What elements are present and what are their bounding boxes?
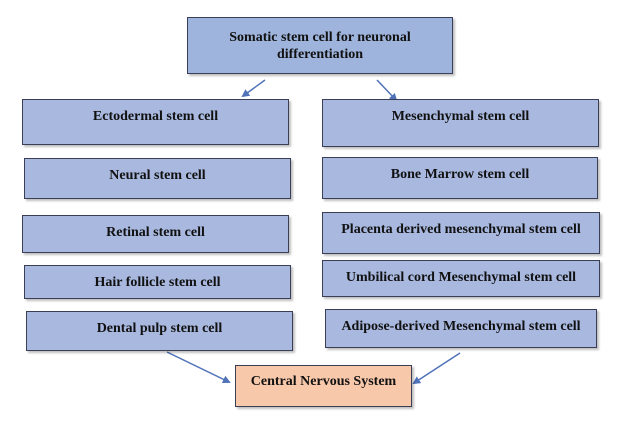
right-node-mesenchymal: Mesenchymal stem cell (322, 99, 599, 147)
right-node-label: Bone Marrow stem cell (390, 167, 530, 182)
arrow-right-to-cns (412, 352, 461, 385)
right-node-label: Mesenchymal stem cell (391, 109, 530, 124)
right-node-label: Umbilical cord Mesenchymal stem cell (345, 270, 577, 285)
right-node-umbilical: Umbilical cord Mesenchymal stem cell (322, 260, 600, 297)
right-node-bone-marrow: Bone Marrow stem cell (322, 157, 598, 199)
right-node-adipose: Adipose-derived Mesenchymal stem cell (325, 309, 597, 348)
right-node-placenta: Placenta derived mesenchymal stem cell (322, 212, 600, 254)
root-node-label: Somatic stem cell for neuronal different… (229, 29, 411, 62)
left-node-label: Ectodermal stem cell (92, 109, 219, 124)
cns-node-label: Central Nervous System (250, 373, 397, 389)
right-node-label: Adipose-derived Mesenchymal stem cell (341, 319, 581, 334)
left-node-hair-follicle: Hair follicle stem cell (24, 265, 291, 299)
left-node-label: Hair follicle stem cell (94, 275, 221, 290)
left-node-label: Dental pulp stem cell (96, 321, 223, 336)
cns-node: Central Nervous System (235, 365, 412, 407)
arrow-top-to-right (376, 79, 398, 102)
arrow-left-to-cns (166, 351, 231, 383)
left-node-neural: Neural stem cell (24, 158, 291, 199)
left-node-label: Neural stem cell (109, 168, 206, 183)
left-node-ectodermal: Ectodermal stem cell (22, 99, 289, 145)
left-node-retinal: Retinal stem cell (22, 215, 289, 253)
left-node-dental-pulp: Dental pulp stem cell (26, 311, 293, 351)
right-node-label: Placenta derived mesenchymal stem cell (341, 222, 581, 237)
root-node: Somatic stem cell for neuronal different… (187, 17, 453, 74)
left-node-label: Retinal stem cell (106, 225, 205, 240)
arrow-top-to-left (241, 79, 266, 98)
